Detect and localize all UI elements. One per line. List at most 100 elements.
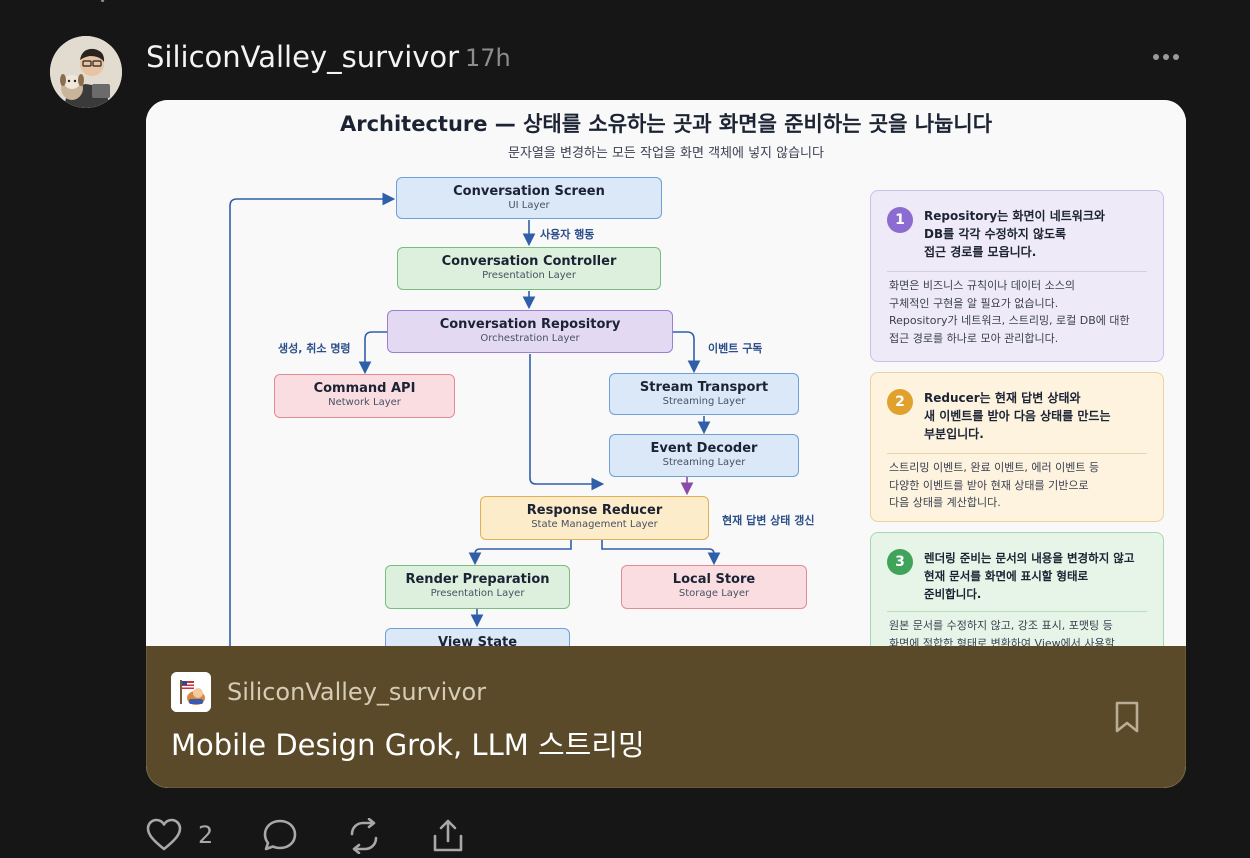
repost-icon xyxy=(350,817,378,855)
post-time: 17h xyxy=(465,44,511,72)
node-title: Conversation Repository xyxy=(439,317,621,332)
bookmark-button[interactable] xyxy=(1113,700,1141,734)
link-preview-card[interactable]: Architecture — 상태를 소유하는 곳과 화면을 준비하는 곳을 나… xyxy=(146,100,1186,788)
heading-line: Repository는 화면이 네트워크와 xyxy=(924,209,1105,223)
node-layer: Streaming Layer xyxy=(662,396,746,407)
arrow-repository-command xyxy=(358,331,387,375)
node-title: Conversation Controller xyxy=(441,254,617,269)
node-title: Command API xyxy=(313,381,416,396)
node-layer: Presentation Layer xyxy=(430,588,525,599)
panel-divider xyxy=(887,271,1147,272)
node-title: Render Preparation xyxy=(405,572,550,587)
heading-line: 현재 문서를 화면에 표시할 형태로 xyxy=(924,569,1089,583)
heading-line: DB를 각각 수정하지 않도록 xyxy=(924,227,1067,241)
panel-number-badge: 1 xyxy=(887,207,913,233)
body-line: Repository가 네트워크, 스트리밍, 로컬 DB에 대한 xyxy=(889,314,1130,327)
like-button[interactable] xyxy=(146,818,182,856)
panel-divider xyxy=(887,611,1147,612)
node-conversation-screen: Conversation Screen UI Layer xyxy=(396,177,662,219)
body-line: 다양한 이벤트를 받아 현재 상태를 기반으로 xyxy=(889,478,1089,492)
diagram-connectors xyxy=(229,192,721,646)
panel-body: 화면은 비즈니스 규칙이나 데이터 소스의 구체적인 구현을 알 필요가 없습니… xyxy=(889,277,1159,347)
node-event-decoder: Event Decoder Streaming Layer xyxy=(609,434,799,477)
arrow-repository-stream xyxy=(673,331,701,374)
node-stream-transport: Stream Transport Streaming Layer xyxy=(609,373,799,415)
node-conversation-controller: Conversation Controller Presentation Lay… xyxy=(397,247,661,290)
node-layer: Orchestration Layer xyxy=(480,333,580,344)
dot-icon xyxy=(1153,54,1159,60)
heading-line: Reducer는 현재 답변 상태와 xyxy=(924,391,1081,405)
heading-line: 접근 경로를 모읍니다. xyxy=(924,245,1037,259)
panel-heading: Reducer는 현재 답변 상태와 새 이벤트를 받아 다음 상태를 만드는 … xyxy=(924,389,1160,443)
edge-label-user-action: 사용자 행동 xyxy=(540,228,595,241)
body-line: 접근 경로를 하나로 모아 관리합니다. xyxy=(889,331,1059,345)
post-actions: 2 xyxy=(146,816,546,856)
share-icon xyxy=(433,819,463,852)
panel-number-badge: 3 xyxy=(887,549,913,575)
feedback-arrow xyxy=(229,192,396,646)
reply-button[interactable] xyxy=(262,818,298,858)
like-count: 2 xyxy=(198,821,214,849)
link-card-footer[interactable]: SiliconValley_survivor Mobile Design Gro… xyxy=(146,646,1186,788)
edge-label-event-subscribe: 이벤트 구독 xyxy=(708,342,763,355)
node-layer: Presentation Layer xyxy=(482,270,576,281)
diagram-subtitle: 문자열을 변경하는 모든 작업을 화면 객체에 넣지 않습니다 xyxy=(508,146,824,161)
avatar[interactable] xyxy=(50,36,122,108)
more-options-button[interactable] xyxy=(1148,44,1184,70)
panel-heading: 렌더링 준비는 문서의 내용을 변경하지 않고 현재 문서를 화면에 표시할 형… xyxy=(924,549,1164,603)
heading-line: 준비합니다. xyxy=(924,587,982,601)
heading-line: 렌더링 준비는 문서의 내용을 변경하지 않고 xyxy=(924,551,1135,565)
diagram-title: Architecture — 상태를 소유하는 곳과 화면을 준비하는 곳을 나… xyxy=(339,112,993,136)
panel-heading: Repository는 화면이 네트워크와 DB를 각각 수정하지 않도록 접근… xyxy=(924,207,1160,261)
bookmark-icon xyxy=(1115,701,1139,733)
node-title: Response Reducer xyxy=(526,503,663,518)
share-button[interactable] xyxy=(430,818,466,858)
arrow-reducer-store xyxy=(601,540,721,566)
explanation-panel-2: 2 Reducer는 현재 답변 상태와 새 이벤트를 받아 다음 상태를 만드… xyxy=(870,372,1164,522)
link-source-name: SiliconValley_survivor xyxy=(227,678,487,706)
panel-number-badge: 2 xyxy=(887,389,913,415)
arrow-reducer-render xyxy=(468,540,572,566)
body-line: 화면은 비즈니스 규칙이나 데이터 소스의 xyxy=(889,279,1076,292)
node-title: Local Store xyxy=(672,572,756,587)
explanation-panel-1: 1 Repository는 화면이 네트워크와 DB를 각각 수정하지 않도록 … xyxy=(870,190,1164,362)
body-line: 구체적인 구현을 알 필요가 없습니다. xyxy=(889,296,1059,310)
node-title: Conversation Screen xyxy=(453,184,605,199)
node-layer: UI Layer xyxy=(508,200,550,211)
post-username[interactable]: SiliconValley_survivor xyxy=(146,40,460,74)
heading-line: 새 이벤트를 받아 다음 상태를 만드는 xyxy=(924,409,1111,423)
link-title[interactable]: Mobile Design Grok, LLM 스트리밍 xyxy=(171,728,645,762)
node-title: Stream Transport xyxy=(639,380,769,395)
dot-icon xyxy=(1173,54,1179,60)
node-command-api: Command API Network Layer xyxy=(274,374,455,418)
edge-label-update-state: 현재 답변 상태 갱신 xyxy=(722,514,815,527)
node-local-store: Local Store Storage Layer xyxy=(621,565,807,609)
node-title: Event Decoder xyxy=(650,441,758,456)
source-logo-icon xyxy=(171,672,211,712)
heading-line: 부분입니다. xyxy=(924,427,984,441)
flag-mascot-icon xyxy=(171,672,211,712)
explanation-panel-3: 3 렌더링 준비는 문서의 내용을 변경하지 않고 현재 문서를 화면에 표시할… xyxy=(870,532,1164,662)
repost-button[interactable] xyxy=(346,817,382,858)
body-line: 스트리밍 이벤트, 완료 이벤트, 에러 이벤트 등 xyxy=(889,461,1100,474)
node-conversation-repository: Conversation Repository Orchestration La… xyxy=(387,310,673,353)
architecture-diagram-image: Architecture — 상태를 소유하는 곳과 화면을 준비하는 곳을 나… xyxy=(146,100,1186,672)
node-layer: State Management Layer xyxy=(531,519,658,530)
avatar-illustration xyxy=(50,36,122,108)
edge-label-create-cancel: 생성, 취소 명령 xyxy=(278,342,351,355)
node-layer: Network Layer xyxy=(328,397,401,408)
node-layer: Streaming Layer xyxy=(662,457,746,468)
panel-divider xyxy=(887,453,1147,454)
node-response-reducer: Response Reducer State Management Layer xyxy=(480,496,709,540)
chevron-down-icon: ∨ xyxy=(96,0,109,6)
panel-body: 스트리밍 이벤트, 완료 이벤트, 에러 이벤트 등 다양한 이벤트를 받아 현… xyxy=(889,459,1159,512)
dot-icon xyxy=(1163,54,1169,60)
node-layer: Storage Layer xyxy=(678,588,750,599)
arrow-repository-reducer xyxy=(529,354,605,491)
previous-post-fragment: ∨ xyxy=(96,0,296,6)
body-line: 다음 상태를 계산합니다. xyxy=(889,496,1001,509)
comment-icon xyxy=(263,819,297,851)
node-render-preparation: Render Preparation Presentation Layer xyxy=(385,565,570,609)
body-line: 원본 문서를 수정하지 않고, 강조 표시, 포맷팅 등 xyxy=(889,619,1113,632)
heart-icon xyxy=(146,818,182,851)
